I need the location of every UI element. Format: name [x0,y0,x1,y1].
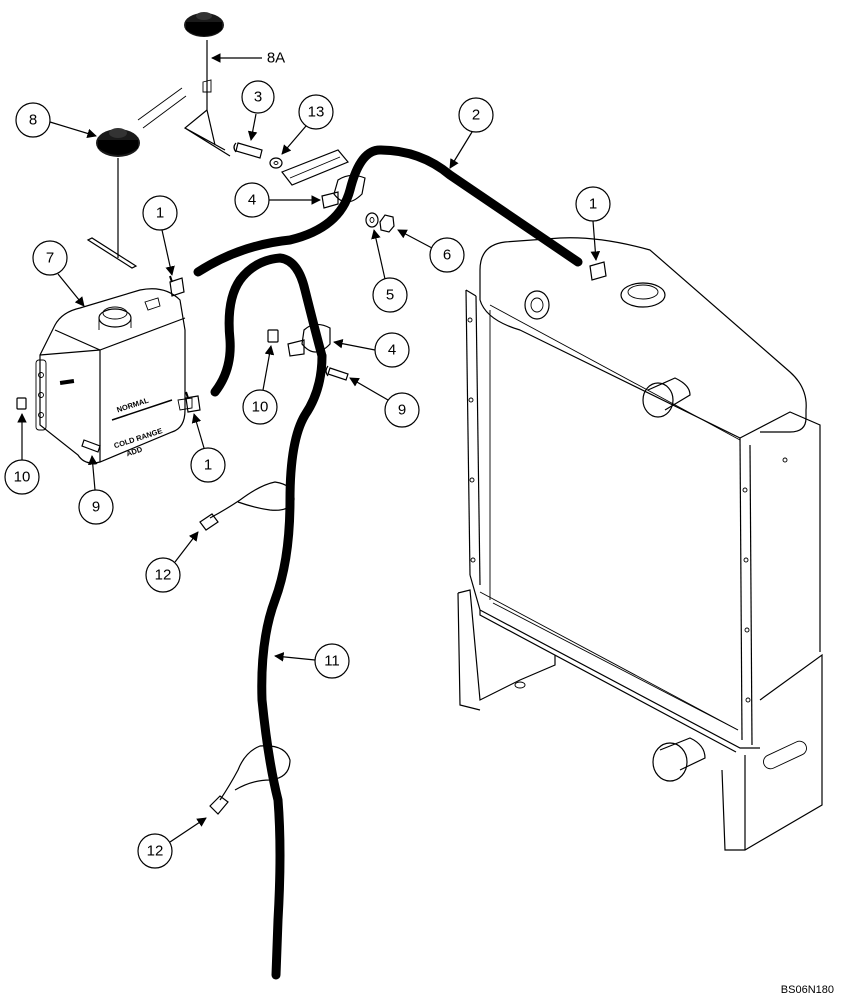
tie-strap-12-lower [209,745,291,815]
callout-3: 3 [241,80,275,141]
tank-cap-with-dipstick [86,128,140,269]
callout-4-lower: 4 [333,332,410,368]
clamp-4-upper [321,174,366,209]
svg-text:1: 1 [204,457,212,474]
tie-strap-12-upper [199,481,295,531]
callout-4-upper: 4 [234,182,321,218]
bolt-3 [233,142,263,159]
nut-10-clamp [267,329,279,343]
callout-7: 7 [32,240,85,307]
nut-6 [379,214,395,233]
svg-text:1: 1 [156,205,164,222]
tank-cap-8a-with-dipstick [183,12,231,157]
callout-10-clamp: 10 [242,345,278,425]
svg-text:5: 5 [386,287,394,304]
svg-text:3: 3 [254,89,262,106]
svg-text:12: 12 [147,843,164,860]
callout-10-tank: 10 [4,413,40,495]
overflow-hose-2 [193,145,583,277]
callout-1-tank-side: 1 [190,413,226,483]
svg-text:10: 10 [252,399,269,416]
drain-hose-11 [257,351,327,980]
svg-text:8A: 8A [267,50,285,67]
svg-text:4: 4 [248,192,256,209]
overflow-hose-tank-return [210,253,327,397]
callout-2: 2 [449,97,494,169]
callout-5: 5 [371,229,408,313]
svg-text:11: 11 [324,653,340,670]
svg-text:4: 4 [388,342,396,359]
svg-text:12: 12 [155,567,172,584]
svg-text:1: 1 [589,196,597,213]
coolant-recovery-tank: NORMAL COLD RANGE ADD [35,288,193,464]
svg-text:6: 6 [443,247,451,264]
callout-1-radiator: 1 [575,186,611,261]
bolt-9-clamp [325,365,349,381]
callout-1-tank-top: 1 [142,195,178,276]
callout-12-lower: 12 [137,817,207,869]
callout-8: 8 [15,102,97,139]
callout-6: 6 [397,229,465,273]
callout-8a: 8A [211,50,285,67]
callout-11: 11 [274,643,350,679]
clamp-4-lower [287,323,331,357]
callout-9-clamp: 9 [349,377,420,428]
tank-label-add: ADD [125,445,144,459]
hose-clamp-1-tank-top [169,275,185,297]
nut-10-tank [16,397,27,410]
svg-text:2: 2 [472,107,480,124]
tank-label-normal: NORMAL [116,396,150,415]
hose-clamp-1-tank-side [185,391,201,413]
callout-13: 13 [281,94,334,155]
callout-9-tank: 9 [78,455,114,525]
svg-text:9: 9 [398,402,406,419]
washer-13 [269,157,283,169]
bolt-9-tank [81,439,101,453]
svg-text:8: 8 [29,112,37,129]
figure-reference-code: BS06N180 [781,984,834,996]
mounting-plate [281,149,349,186]
callout-12-upper: 12 [145,531,199,593]
svg-text:10: 10 [14,469,31,486]
hose-clamp-1-radiator [589,261,607,281]
svg-text:7: 7 [46,250,54,267]
svg-text:13: 13 [308,104,325,121]
svg-text:9: 9 [92,499,100,516]
radiator-assembly [457,237,823,851]
washer-5 [365,212,379,228]
leader-8-to-8a [137,87,187,129]
